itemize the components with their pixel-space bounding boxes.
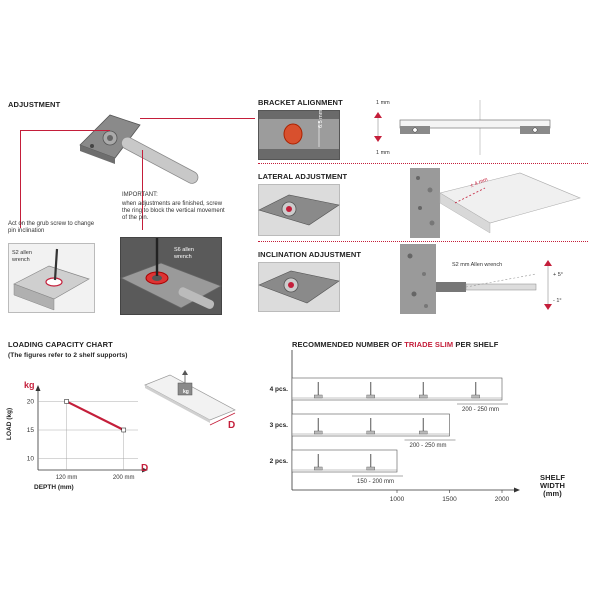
range-label: 150 - 200 mm [357,479,394,485]
unit-label: (mm) [543,489,562,498]
loading-title: LOADING CAPACITY CHART [8,340,113,349]
alignment-detail-panel [258,110,340,160]
section-divider [258,163,588,164]
connector-line [140,118,255,119]
alignment-schematic [374,100,551,155]
recommended-title-pre: RECOMMENDED NUMBER OF [292,340,405,349]
shelf-label: SHELF [540,473,566,482]
support-bracket [366,430,375,435]
detail-ring-panel [120,237,222,315]
loading-ylabel: LOAD (kg) [6,407,13,440]
adjustment-title: ADJUSTMENT [8,100,61,109]
y-tick-label: 20 [27,398,35,405]
inclination-wrench: S2 mm Allen wrench [452,262,503,268]
loading-kg-axis-label: kg [24,380,35,390]
alignment-top-mm: 1 mm [376,100,390,106]
wrench-s6-label: S6 allen wrench [174,247,194,260]
x-axis-arrow [142,467,148,473]
x-tick-label: 200 mm [113,475,135,481]
alignment-dim: 6.5 mm [318,109,324,128]
category-label: 4 pcs. [270,386,289,393]
bracket-illustration [79,114,199,184]
alignment-detail-drawing [259,119,339,149]
recommended-title-brand: TRIADE SLIM [404,340,454,349]
x-tick-label: 1500 [442,496,457,503]
inclination-schematic [400,244,552,314]
y-tick-label: 15 [27,427,35,434]
loading-subtitle: (The figures refer to 2 shelf supports) [8,352,128,359]
inclination-detail-panel [258,262,340,312]
support-bracket [419,394,428,399]
category-label: 3 pcs. [270,422,289,429]
wrench-s2-label: S2 allen wrench [12,250,32,263]
support-bracket [471,394,480,399]
recommended-chart: 1000 1500 2000 4 pcs. 200 - 250 mm 3 pcs. 200 … [270,350,520,503]
data-point [121,427,127,433]
grub-detail-drawing [13,248,90,311]
ring-detail-drawing [120,238,222,309]
category-label: 2 pcs. [270,458,289,465]
y-axis-arrow [35,385,41,391]
detail-grub-panel [8,243,95,313]
connector-line-vertical [142,150,143,230]
support-bracket [314,394,323,399]
inclination-minus: - 1° [553,298,562,304]
inclination-detail-drawing [258,270,340,304]
recommended-title-post: PER SHELF [453,340,499,349]
connector-line-vertical [20,130,21,228]
y-tick-label: 10 [27,456,35,463]
range-label: 200 - 250 mm [462,407,499,413]
grub-note: Act on the grub screw to change pin incl… [8,221,95,234]
x-tick-label: 2000 [495,496,510,503]
loading-chart: 10 15 20 120 mm 200 mm [27,385,148,481]
x-axis-arrow [514,487,520,493]
connector-line [20,130,110,131]
x-tick-label: 1000 [390,496,405,503]
range-label: 200 - 250 mm [410,443,447,449]
support-bracket [314,430,323,435]
weight-badge: kg [183,389,189,395]
loading-d-axis-label: D [141,463,149,474]
shelf-bar [291,449,398,473]
load-line [66,400,125,431]
support-bracket [366,394,375,399]
important-title: IMPORTANT: [122,192,158,198]
inclination-adjustment-title: INCLINATION ADJUSTMENT [258,250,362,259]
x-tick-label: 120 mm [56,475,78,481]
support-bracket [366,466,375,471]
important-text: when adjustments are finished, screw the… [122,201,225,221]
lateral-schematic [410,168,581,238]
data-point [64,399,69,404]
support-bracket [419,430,428,435]
support-bracket [314,466,323,471]
lateral-adjustment-title: LATERAL ADJUSTMENT [258,172,348,181]
inclination-plus: + 5° [553,272,563,278]
lateral-detail-drawing [258,194,340,226]
bracket-alignment-title: BRACKET ALIGNMENT [258,98,343,107]
alignment-bottom-mm: 1 mm [376,150,390,156]
loading-xlabel: DEPTH (mm) [34,484,74,491]
shelf-d-label: D [228,420,236,431]
section-divider [258,241,588,242]
shelf-bar [291,377,503,401]
shelf-width-axis-label: SHELF WIDTH (mm) [540,474,565,498]
recommended-title: RECOMMENDED NUMBER OF TRIADE SLIM PER SH… [292,340,498,349]
lateral-detail-panel [258,184,340,236]
width-label: WIDTH [540,481,566,490]
shelf-load-illustration [144,370,236,426]
